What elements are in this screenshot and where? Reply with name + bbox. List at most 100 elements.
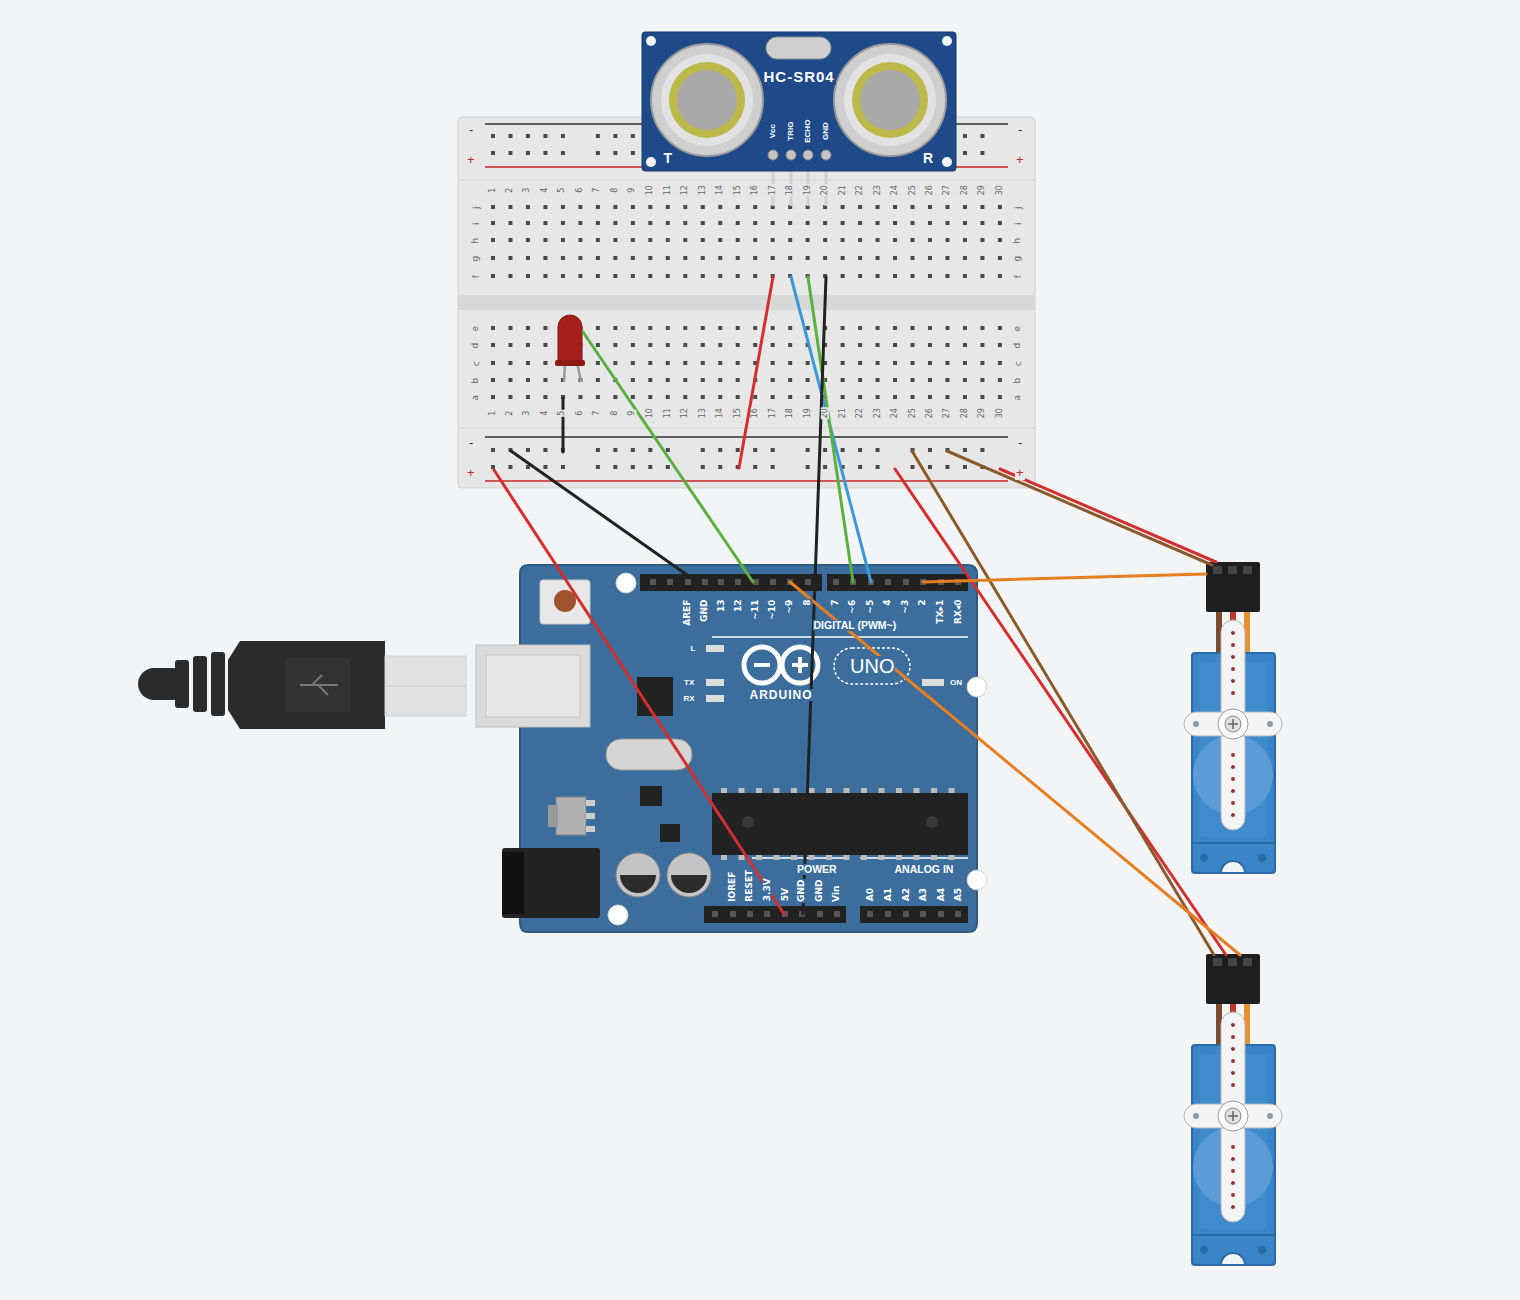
breadboard-holes	[858, 343, 862, 347]
breadboard-holes	[613, 134, 617, 138]
breadboard	[458, 295, 1035, 310]
arduino-uno	[712, 793, 968, 855]
jumper-wires	[583, 332, 753, 582]
model-name: UNO	[849, 656, 895, 677]
row-letter: h	[1013, 236, 1022, 244]
breadboard-holes	[613, 343, 617, 347]
pin-name: GND	[815, 878, 824, 902]
breadboard-holes	[858, 361, 862, 365]
usb-cable	[285, 658, 351, 712]
ultrasonic-sensor	[642, 32, 956, 171]
arduino-uno	[704, 906, 846, 923]
column-number: 18	[786, 184, 794, 196]
breadboard-holes	[753, 448, 757, 452]
breadboard-holes	[911, 465, 915, 469]
breadboard-holes	[578, 256, 582, 260]
breadboard-holes	[718, 326, 722, 330]
usb-cable	[318, 685, 328, 695]
chip-pins	[896, 855, 902, 860]
arduino-uno	[554, 590, 576, 612]
breadboard-holes	[718, 256, 722, 260]
breadboard-holes	[788, 395, 792, 399]
breadboard-holes	[736, 238, 740, 242]
breadboard-holes	[648, 343, 652, 347]
usb-cable	[385, 686, 466, 687]
pin-name: ~9	[785, 598, 794, 614]
breadboard-holes	[613, 361, 617, 365]
ultrasonic-sensor	[942, 157, 952, 167]
breadboard-holes	[945, 361, 949, 365]
rail-sign: -	[1017, 123, 1023, 137]
chip-pins	[774, 855, 780, 860]
column-number: 3	[524, 187, 532, 194]
jumper-wires	[494, 277, 1240, 955]
rail-sign: -	[468, 123, 474, 137]
breadboard-holes	[561, 465, 565, 469]
pin-name: ~10	[768, 598, 777, 620]
breadboard-holes	[596, 274, 600, 278]
breadboard-holes	[771, 395, 775, 399]
breadboard-holes	[508, 205, 512, 209]
header-pins	[955, 911, 961, 917]
column-number: 28	[961, 407, 969, 419]
breadboard-holes	[491, 465, 495, 469]
chip-pins	[931, 855, 937, 860]
header-pins	[650, 579, 656, 585]
jumper-wires	[791, 277, 871, 582]
breadboard-holes	[893, 205, 897, 209]
pin-name: 8	[803, 598, 812, 606]
breadboard-holes	[858, 205, 862, 209]
column-number: 11	[664, 184, 672, 196]
breadboard-holes	[928, 256, 932, 260]
column-number: 4	[541, 410, 549, 417]
breadboard-holes	[980, 378, 984, 382]
jumper-wires	[739, 277, 773, 468]
breadboard-holes	[963, 326, 967, 330]
column-number: 21	[838, 184, 846, 196]
chip-pins	[949, 788, 955, 793]
arduino-uno	[608, 905, 628, 925]
breadboard-holes	[718, 238, 722, 242]
breadboard-holes	[858, 221, 862, 225]
breadboard-holes	[771, 343, 775, 347]
breadboard-holes	[543, 448, 547, 452]
breadboard-holes	[561, 256, 565, 260]
rail-sign: +	[1015, 466, 1025, 480]
chip-pins	[861, 788, 867, 793]
chip-pins	[826, 788, 832, 793]
breadboard-holes	[631, 465, 635, 469]
breadboard-holes	[771, 465, 775, 469]
breadboard-holes	[701, 378, 705, 382]
transducer-mark: R	[922, 151, 934, 166]
ultrasonic-sensor	[821, 150, 831, 160]
column-number: 21	[838, 407, 846, 419]
breadboard	[458, 117, 1035, 488]
breadboard-holes	[631, 205, 635, 209]
led	[558, 315, 582, 365]
chip-pins	[931, 788, 937, 793]
breadboard-holes	[928, 343, 932, 347]
breadboard-holes	[648, 378, 652, 382]
breadboard-holes	[596, 151, 600, 155]
breadboard-holes	[980, 205, 984, 209]
column-number: 27	[943, 184, 951, 196]
breadboard-holes	[648, 448, 652, 452]
breadboard-holes	[666, 238, 670, 242]
pin-name: A4	[936, 887, 945, 902]
column-number: 8	[611, 187, 619, 194]
arduino-uno	[548, 805, 558, 827]
breadboard-holes	[543, 343, 547, 347]
breadboard-holes	[753, 274, 757, 278]
row-letter: c	[1013, 360, 1022, 367]
breadboard-holes	[963, 395, 967, 399]
breadboard-holes	[718, 361, 722, 365]
pin-name: Vcc	[769, 123, 777, 139]
column-number: 25	[908, 407, 916, 419]
jumper-wires	[790, 582, 1240, 955]
breadboard-holes	[963, 465, 967, 469]
rail-sign: +	[466, 466, 476, 480]
chip-pins	[861, 855, 867, 860]
breadboard-holes	[718, 221, 722, 225]
breadboard-holes	[683, 395, 687, 399]
pin-name: A1	[883, 887, 892, 902]
